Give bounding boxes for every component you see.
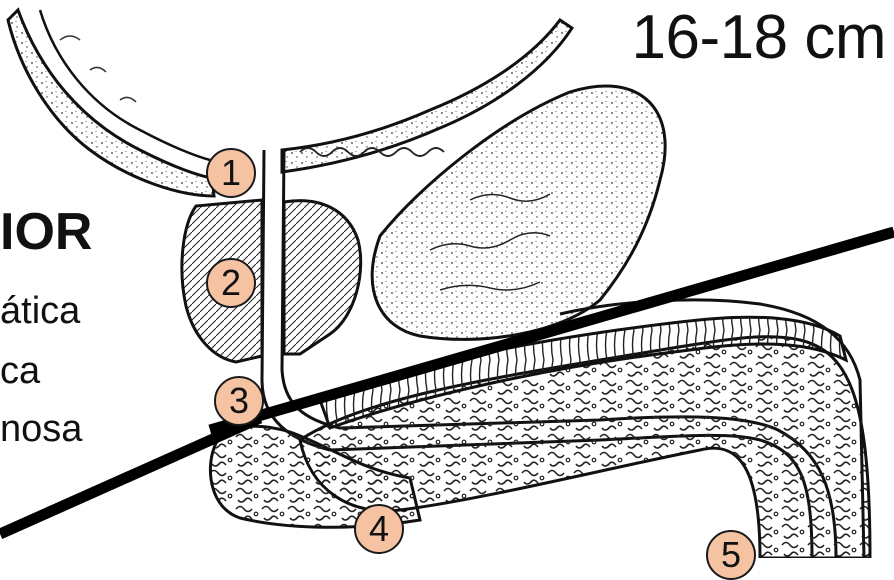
marker-1: 1 xyxy=(206,148,256,198)
marker-4: 4 xyxy=(354,504,404,554)
marker-3: 3 xyxy=(214,376,264,426)
marker-5: 5 xyxy=(706,530,756,580)
bladder-wall xyxy=(8,10,214,196)
measurement-label: 16-18 cm xyxy=(632,2,886,73)
list-item: ca xyxy=(0,350,40,393)
anatomical-diagram xyxy=(0,0,894,558)
marker-2: 2 xyxy=(206,258,256,308)
section-heading-fragment: IOR xyxy=(0,202,92,262)
list-item: ática xyxy=(0,290,80,333)
list-item: nosa xyxy=(0,408,82,451)
